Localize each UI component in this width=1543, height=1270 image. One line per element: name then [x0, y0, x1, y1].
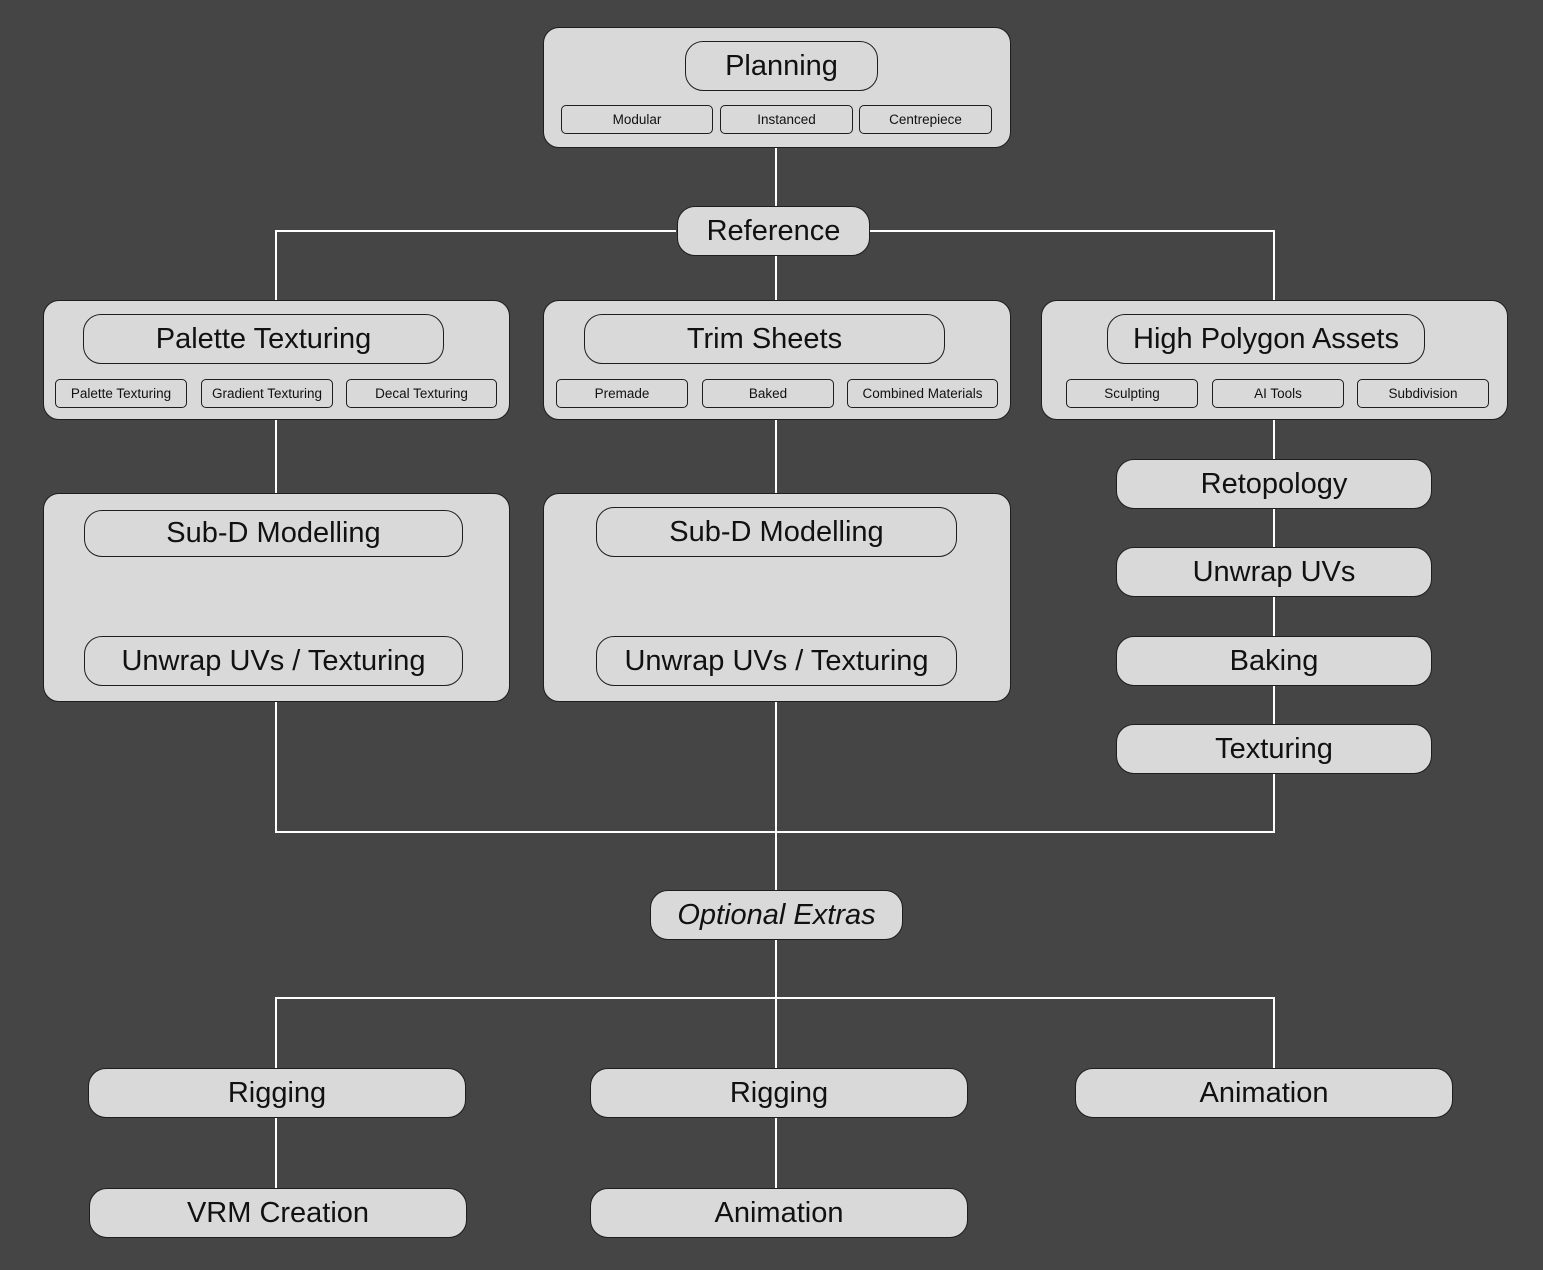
- palette-subd-node[interactable]: Sub-D Modelling: [84, 510, 463, 557]
- rigging-middle-node[interactable]: Rigging: [590, 1068, 968, 1118]
- highpoly-tag[interactable]: Subdivision: [1357, 379, 1489, 408]
- retopology-node[interactable]: Retopology: [1116, 459, 1432, 509]
- reference-node[interactable]: Reference: [677, 206, 870, 256]
- palette-tag[interactable]: Gradient Texturing: [201, 379, 333, 408]
- rigging-left-node[interactable]: Rigging: [88, 1068, 466, 1118]
- planning-tag-centrepiece[interactable]: Centrepiece: [859, 105, 992, 134]
- unwrap-uvs-node[interactable]: Unwrap UVs: [1116, 547, 1432, 597]
- planning-node[interactable]: Planning: [685, 41, 878, 91]
- planning-tag-instanced[interactable]: Instanced: [720, 105, 853, 134]
- palette-node[interactable]: Palette Texturing: [83, 314, 444, 364]
- animation-right-node[interactable]: Animation: [1075, 1068, 1453, 1118]
- palette-unwrap-node[interactable]: Unwrap UVs / Texturing: [84, 636, 463, 686]
- trim-subd-node[interactable]: Sub-D Modelling: [596, 507, 957, 557]
- animation-middle-node[interactable]: Animation: [590, 1188, 968, 1238]
- planning-tag-modular[interactable]: Modular: [561, 105, 713, 134]
- trim-tag[interactable]: Combined Materials: [847, 379, 998, 408]
- baking-node[interactable]: Baking: [1116, 636, 1432, 686]
- vrm-creation-node[interactable]: VRM Creation: [89, 1188, 467, 1238]
- optional-extras-node[interactable]: Optional Extras: [650, 890, 903, 940]
- highpoly-node[interactable]: High Polygon Assets: [1107, 314, 1425, 364]
- trim-tag[interactable]: Baked: [702, 379, 834, 408]
- texturing-node[interactable]: Texturing: [1116, 724, 1432, 774]
- trim-tag[interactable]: Premade: [556, 379, 688, 408]
- highpoly-tag[interactable]: AI Tools: [1212, 379, 1344, 408]
- palette-tag[interactable]: Decal Texturing: [346, 379, 497, 408]
- trim-unwrap-node[interactable]: Unwrap UVs / Texturing: [596, 636, 957, 686]
- trim-node[interactable]: Trim Sheets: [584, 314, 945, 364]
- highpoly-tag[interactable]: Sculpting: [1066, 379, 1198, 408]
- palette-tag[interactable]: Palette Texturing: [55, 379, 187, 408]
